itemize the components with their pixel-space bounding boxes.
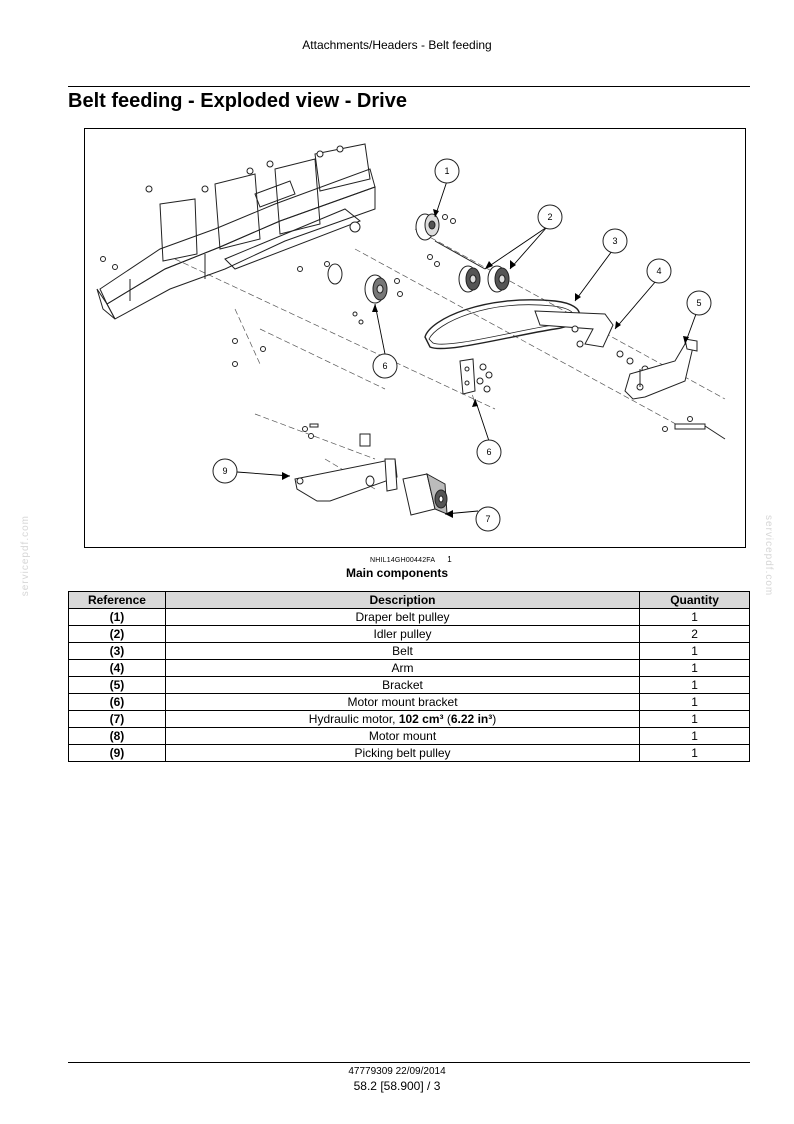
page-title: Belt feeding - Exploded view - Drive [68,90,407,112]
column-header-quantity: Quantity [639,591,750,609]
callout-9: 9 [212,458,238,484]
table-row: (8) Motor mount 1 [68,727,750,745]
svg-text:6: 6 [486,447,491,457]
cell-quantity: 2 [639,625,750,643]
cell-reference: (7) [68,710,166,728]
svg-text:5: 5 [696,298,701,308]
callout-6-upper: 6 [372,353,398,379]
callout-3: 3 [602,228,628,254]
hydraulic-motor [402,473,448,516]
components-table: Reference Description Quantity (1) Drape… [68,591,750,762]
callout-5: 5 [686,290,712,316]
idler-pulleys [427,240,510,293]
footer-page-number: 58.2 [58.900] / 3 [353,1079,441,1093]
callout-6-lower: 6 [476,439,502,465]
desc-metric-value: 102 cm³ [398,711,444,726]
table-row: (3) Belt 1 [68,642,750,660]
figure-code: NHIL14GH00442FA [370,557,436,564]
cell-description: Picking belt pulley [164,744,641,762]
cell-description: Belt [164,642,641,660]
frame-bolts [100,145,361,367]
cell-reference: (8) [68,727,166,745]
draper-belt-pulley [415,213,456,241]
footer-document-id: 47779309 22/09/2014 [348,1066,446,1077]
cell-description: Idler pulley [164,625,641,643]
watermark-left: servicepdf.com [20,515,31,597]
svg-text:6: 6 [382,361,387,371]
column-header-reference: Reference [68,591,166,609]
watermark-right: servicepdf.com [763,515,774,597]
table-row: (4) Arm 1 [68,659,750,677]
cell-description: Bracket [164,676,641,694]
callout-2: 2 [537,204,563,230]
desc-text: ) [492,711,497,726]
table-row: (2) Idler pulley 2 [68,625,750,643]
header-frame [96,143,376,320]
figure-reference: NHIL14GH00442FA 1 [370,555,452,564]
svg-text:1: 1 [444,166,449,176]
footer-rule [68,1062,750,1063]
figure-number: 1 [447,555,452,564]
table-row: (5) Bracket 1 [68,676,750,694]
cell-reference: (1) [68,608,166,626]
header-rule [68,86,750,87]
svg-text:3: 3 [612,236,617,246]
desc-text: Hydraulic motor, [308,711,399,726]
cell-quantity: 1 [639,727,750,745]
cell-reference: (3) [68,642,166,660]
table-row: (9) Picking belt pulley 1 [68,744,750,762]
running-header: Attachments/Headers - Belt feeding [302,38,492,52]
cell-description: Draper belt pulley [164,608,641,626]
cell-quantity: 1 [639,693,750,711]
exploded-view-figure: 1 2 3 4 5 6 6 7 [84,128,746,548]
cell-quantity: 1 [639,642,750,660]
cell-reference: (9) [68,744,166,762]
cell-reference: (5) [68,676,166,694]
small-fasteners [232,338,319,439]
arm [534,310,649,373]
exploded-view-drawing: 1 2 3 4 5 6 6 7 [96,143,726,532]
cell-quantity: 1 [639,710,750,728]
cell-quantity: 1 [639,659,750,677]
bracket [624,338,726,440]
cell-description: Motor mount bracket [164,693,641,711]
cell-quantity: 1 [639,608,750,626]
cell-quantity: 1 [639,744,750,762]
cell-reference: (4) [68,659,166,677]
motor-mount-pulley [327,263,403,325]
desc-text: ( [443,711,451,726]
cell-quantity: 1 [639,676,750,694]
table-row: (1) Draper belt pulley 1 [68,608,750,626]
svg-text:9: 9 [222,466,227,476]
cell-reference: (6) [68,693,166,711]
table-header-row: Reference Description Quantity [68,591,750,609]
cell-description: Arm [164,659,641,677]
table-row: (6) Motor mount bracket 1 [68,693,750,711]
table-row: (7) Hydraulic motor, 102 cm³ (6.22 in³) … [68,710,750,728]
assembly-lines [174,228,726,490]
cell-description: Hydraulic motor, 102 cm³ (6.22 in³) [164,710,641,728]
motor-mount [294,433,398,502]
column-header-description: Description [164,591,641,609]
callout-1: 1 [434,158,460,184]
svg-text:4: 4 [656,266,661,276]
callout-7: 7 [475,506,501,532]
callout-leaders [236,180,697,515]
cell-description: Motor mount [164,727,641,745]
callout-arrowheads [282,209,689,518]
motor-mount-bracket [459,358,493,395]
table-caption: Main components [345,566,448,580]
svg-text:2: 2 [547,212,552,222]
svg-text:7: 7 [485,514,490,524]
cell-reference: (2) [68,625,166,643]
callout-4: 4 [646,258,672,284]
desc-imperial-value: 6.22 in³ [450,711,493,726]
